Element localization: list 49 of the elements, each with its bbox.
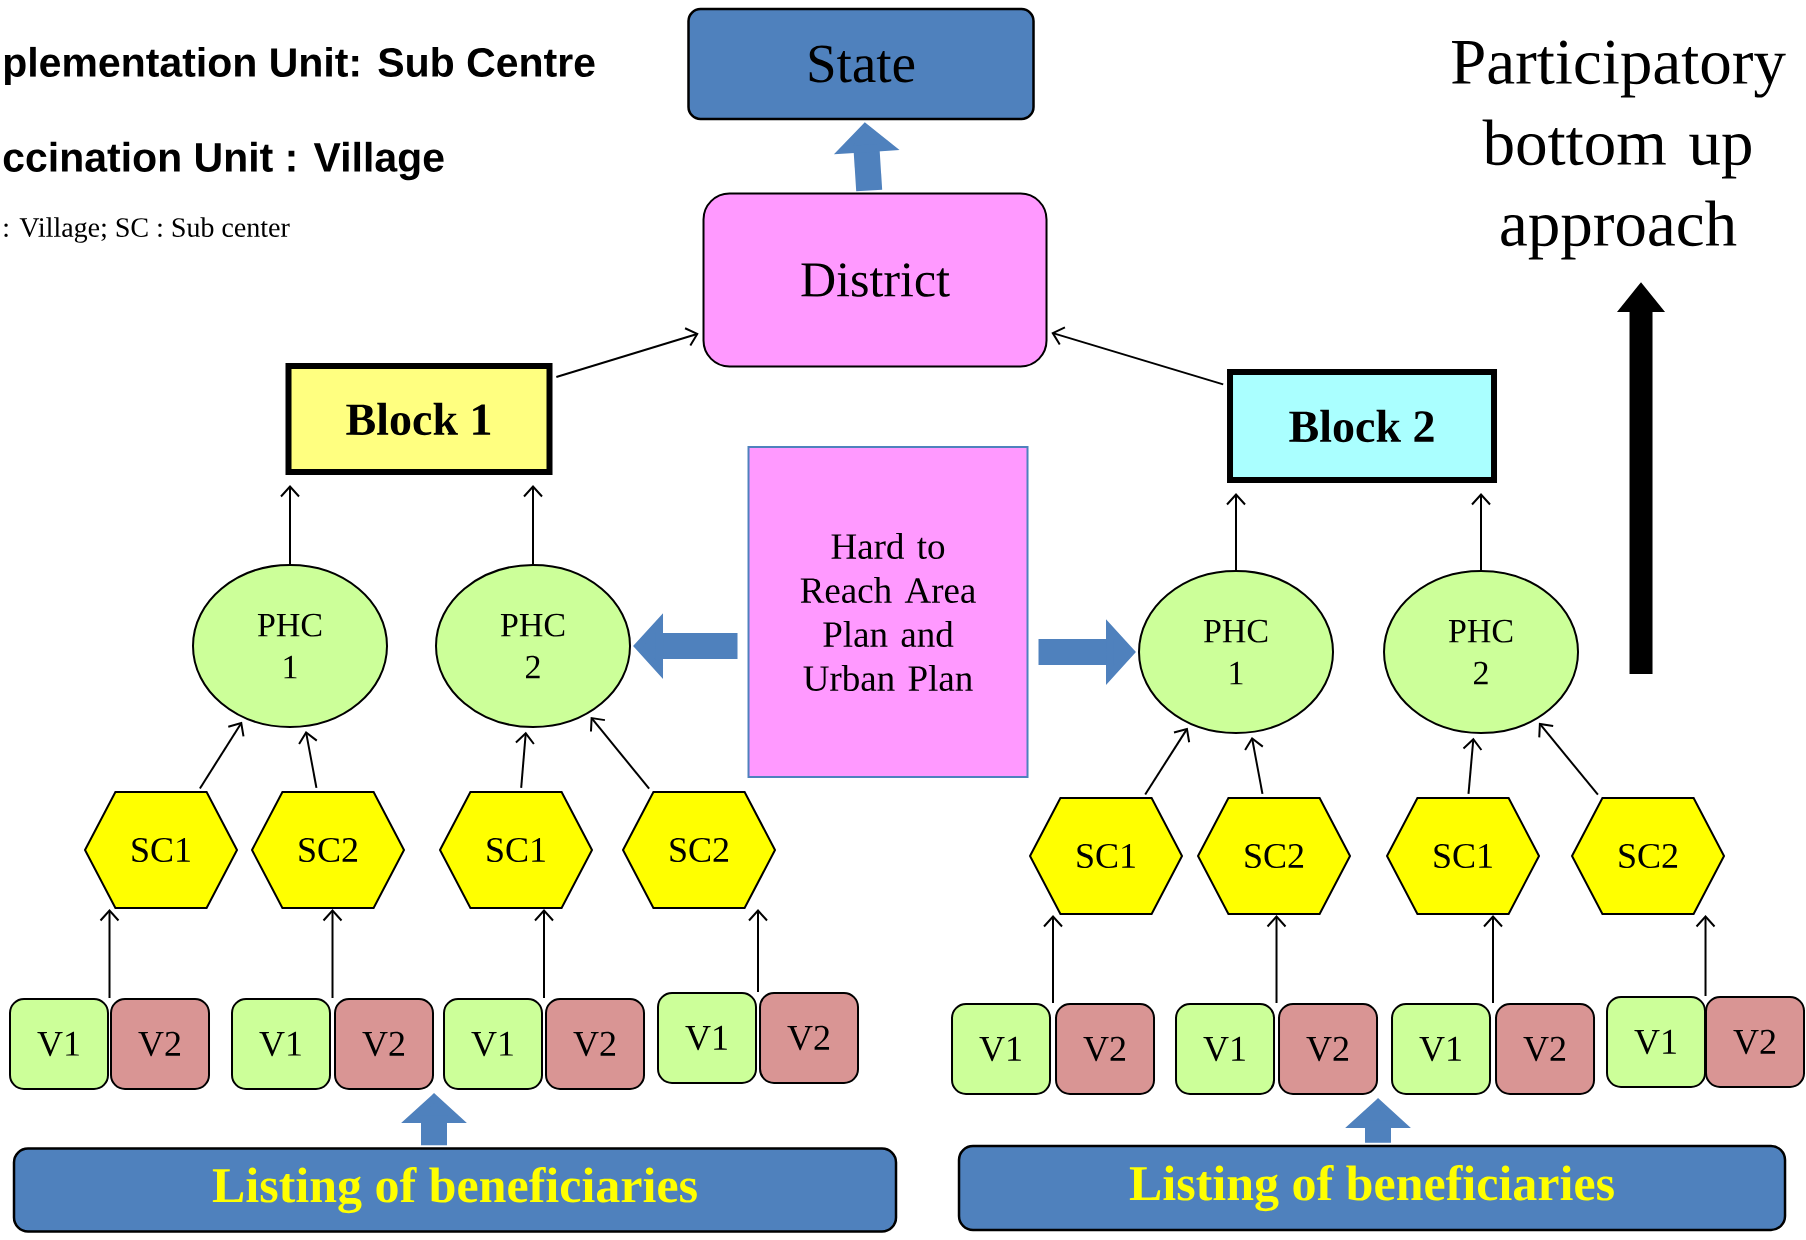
village-box: V1 (951, 1003, 1051, 1095)
arrow (1266, 915, 1287, 1004)
arrow (555, 327, 699, 379)
arrow (589, 716, 651, 790)
arrow (280, 485, 300, 565)
arrow (1043, 915, 1063, 1004)
arrow (534, 909, 554, 999)
village-box: V1 (1175, 1003, 1275, 1095)
approach-text: Participatory bottom up approach (1452, 40, 1786, 260)
listing-banner: Listing of beneficiaries (12, 1147, 898, 1233)
arrow (99, 909, 120, 999)
arrow (1226, 493, 1246, 571)
heading-text: plementation Unit: Sub Centre (4, 46, 595, 86)
arrow (1051, 326, 1225, 386)
arrow (514, 731, 535, 789)
village-box: V2 (110, 998, 210, 1090)
village-box: V2 (759, 992, 859, 1084)
listing-banner: Listing of beneficiaries (957, 1144, 1787, 1232)
village-box: V1 (443, 998, 543, 1090)
village-box: V2 (1055, 1003, 1155, 1095)
village-box: V1 (657, 992, 757, 1084)
arrow (1462, 737, 1483, 795)
arrow (1538, 722, 1599, 796)
village-box: V2 (1705, 996, 1805, 1088)
village-box: V2 (545, 998, 645, 1090)
arrow (1695, 915, 1716, 997)
block-box: Block 2 (1227, 369, 1497, 483)
arrow (748, 909, 768, 993)
arrow (298, 730, 318, 789)
village-box: V1 (9, 998, 109, 1090)
village-box: V2 (1278, 1003, 1378, 1095)
village-box: V1 (231, 998, 331, 1090)
arrow (322, 909, 343, 999)
village-box: V1 (1391, 1003, 1491, 1095)
village-box: V2 (1495, 1003, 1595, 1095)
arrow (1244, 736, 1264, 795)
arrow (1471, 493, 1491, 571)
heading-text: ccination Unit : Village (3, 141, 444, 181)
block-box: Block 1 (285, 363, 553, 475)
note-text: : Village; SC : Sub center (4, 217, 290, 243)
arrow (1144, 727, 1191, 796)
village-box: V1 (1606, 996, 1706, 1088)
district-box: District (702, 192, 1048, 368)
arrow (523, 485, 543, 565)
arrow (198, 721, 245, 790)
arrow (1483, 915, 1503, 1004)
plan-box: Hard to Reach Area Plan and Urban Plan (747, 446, 1029, 778)
state-box: State (687, 7, 1035, 121)
village-box: V2 (334, 998, 434, 1090)
